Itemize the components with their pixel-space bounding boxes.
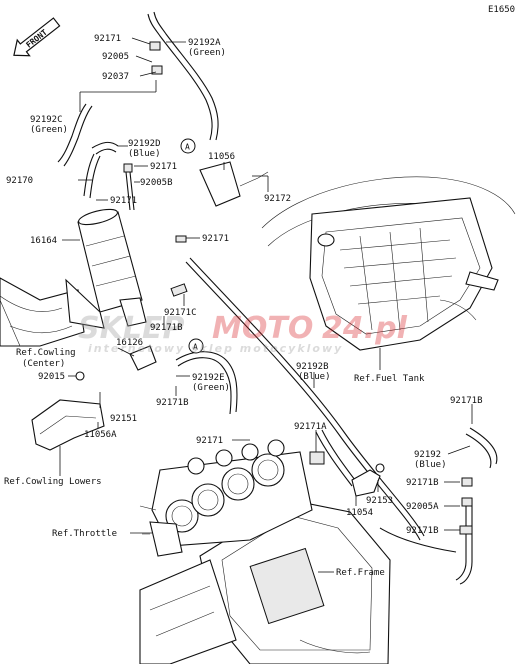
label-92171a: 92171A (294, 422, 327, 432)
label-92005a: 92005A (406, 502, 439, 512)
svg-text:A: A (185, 143, 190, 152)
label-92015: 92015 (38, 372, 65, 382)
label-92192-color: (Blue) (414, 460, 447, 470)
label-92192e: 92192E (192, 373, 225, 383)
svg-text:A: A (193, 343, 198, 352)
small-parts (31, 41, 473, 535)
cowling-center (0, 277, 85, 347)
label-92171b-e: 92171B (406, 526, 439, 536)
label-11056a: 11056A (84, 430, 117, 440)
label-92171c: 92171C (164, 308, 197, 318)
label-11056: 11056 (208, 152, 235, 162)
label-92005: 92005 (102, 52, 129, 62)
label-92192a: 92192A (188, 38, 221, 48)
front-arrow-icon: FRONT (13, 17, 61, 57)
label-92171b-d: 92171B (406, 478, 439, 488)
label-ref-throttle: Ref.Throttle (52, 529, 117, 539)
watermark: SKLEP MOTO 24.pl internetowy sklep motoc… (78, 311, 408, 355)
label-92192d: 92192D (128, 139, 161, 149)
label-16126: 16126 (116, 338, 143, 348)
label-11054: 11054 (346, 508, 373, 518)
label-92171b-b: 92171B (156, 398, 189, 408)
callout-a-top: A (180, 138, 196, 154)
canister (65, 208, 147, 329)
label-92171b-c: 92171B (450, 396, 483, 406)
throttle-body (139, 439, 313, 557)
label-92171-a: 92171 (94, 34, 121, 44)
label-92192d-color: (Blue) (128, 149, 161, 159)
label-92192a-color: (Green) (188, 48, 226, 58)
label-92192c-color: (Green) (30, 125, 68, 135)
watermark-brand-left: SKLEP (78, 311, 184, 346)
label-92171b-a: 92171B (150, 323, 183, 333)
watermark-tagline: internetowy sklep motocyklowy (88, 342, 343, 355)
label-16164: 16164 (30, 236, 57, 246)
label-ref-cowling-center: Ref.Cowling (16, 348, 76, 358)
label-92153: 92153 (366, 496, 393, 506)
watermark-brand-right: MOTO (212, 311, 313, 346)
label-92171-c: 92171 (110, 196, 137, 206)
label-92037: 92037 (102, 72, 129, 82)
fuel-tank (261, 176, 516, 351)
label-92172: 92172 (264, 194, 291, 204)
label-92192e-color: (Green) (192, 383, 230, 393)
label-92192: 92192 (414, 450, 441, 460)
label-ref-cowling-lowers: Ref.Cowling Lowers (4, 477, 102, 487)
label-92171-d: 92171 (202, 234, 229, 244)
label-92192b-color: (Blue) (298, 372, 331, 382)
leader-lines (59, 37, 473, 573)
label-92192b: 92192B (296, 362, 329, 372)
label-ref-cowling-center-sub: (Center) (22, 359, 65, 369)
label-ref-fuel-tank: Ref.Fuel Tank (354, 374, 425, 384)
frame (139, 499, 391, 664)
label-92192c: 92192C (30, 115, 63, 125)
label-92005b: 92005B (140, 178, 173, 188)
vacuum-hoses (57, 11, 498, 585)
label-92171-b: 92171 (150, 162, 177, 172)
diagram-code: E1650 (488, 5, 515, 15)
part-labels: 92171 92192A (Green) 92005 92037 92192C … (4, 34, 483, 578)
label-92151: 92151 (110, 414, 137, 424)
callout-a-mid: A (188, 338, 204, 354)
label-92171-e: 92171 (196, 436, 223, 446)
watermark-brand-suffix: 24.pl (322, 311, 408, 346)
label-ref-frame: Ref.Frame (336, 568, 385, 578)
label-92170: 92170 (6, 176, 33, 186)
